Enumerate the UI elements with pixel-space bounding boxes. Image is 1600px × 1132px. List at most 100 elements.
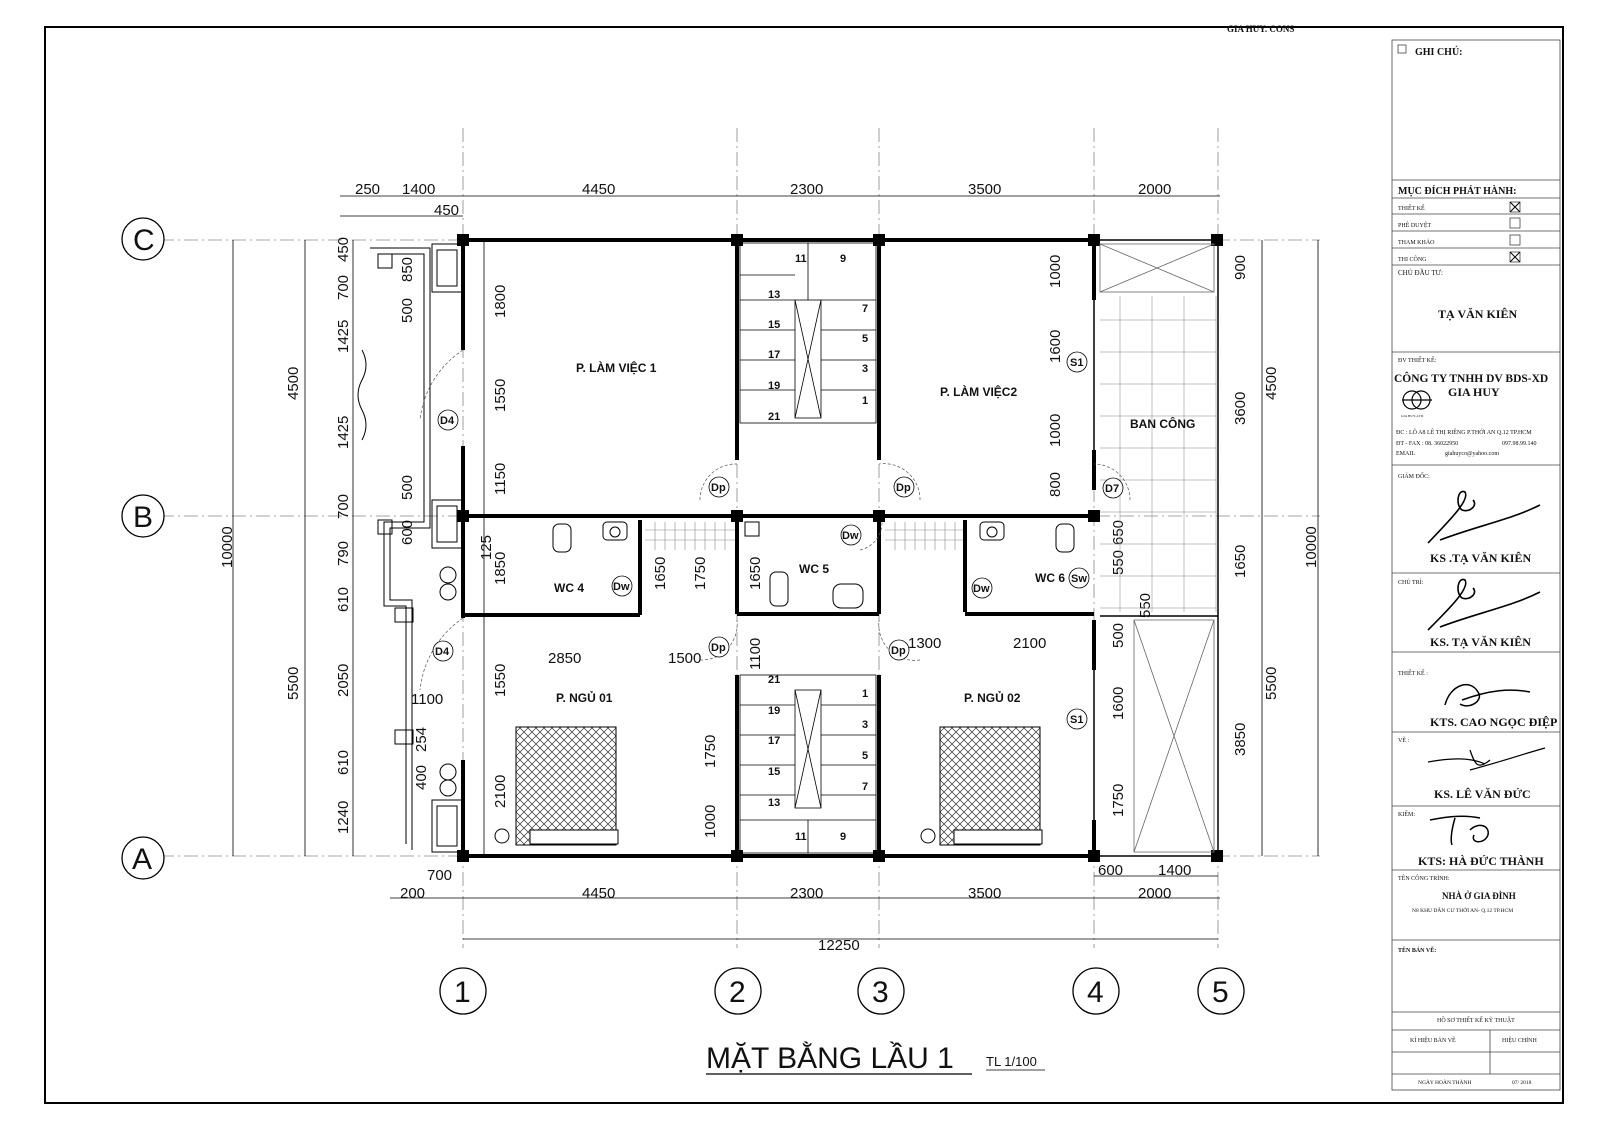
balcony-void: [1099, 243, 1215, 853]
stair-bottom-11: 11: [795, 831, 807, 843]
dim-wc-1750a: 1750: [692, 557, 709, 590]
dim-wc-1650b: 1650: [747, 557, 764, 590]
stair-bottom-9: 9: [840, 831, 846, 843]
axis-label-1: 1: [454, 976, 471, 1009]
dim-mid-2850: 2850: [548, 650, 581, 667]
dim-left-600: 600: [399, 520, 416, 545]
dim-top-1400: 1400: [402, 181, 435, 198]
axis-bubble-b: [121, 494, 165, 538]
room-wc-5: WC 5: [799, 562, 829, 576]
tb-lead: KS. TẠ VĂN KIÊN: [1430, 635, 1531, 649]
dim-left-254: 254: [413, 727, 430, 752]
dim-right-5500: 5500: [1263, 667, 1280, 700]
tb-design-label: THIẾT KẾ :: [1398, 669, 1428, 677]
dimension-lines: [232, 195, 1319, 940]
dim-top-2300: 2300: [790, 181, 823, 198]
stair-top-5: 5: [862, 333, 868, 345]
dim-right-10000: 10000: [1303, 526, 1320, 568]
drawing-scale: TL 1/100: [986, 1054, 1037, 1069]
signature-draw: [1427, 747, 1546, 771]
tb-symbol: KÍ HIỆU BẢN VẼ: [1410, 1036, 1456, 1044]
stair-bottom-3: 3: [862, 719, 868, 731]
company-logo: [1402, 390, 1432, 410]
dim-bottom-1400: 1400: [1158, 862, 1191, 879]
columns: [457, 234, 1223, 862]
axis-bubble-2: [714, 967, 762, 1015]
dim-r-1600b: 1600: [1110, 687, 1127, 720]
dim-left-1425a: 1425: [335, 320, 352, 353]
dim-left-700b: 700: [335, 494, 352, 519]
stair-bottom-19: 19: [768, 705, 780, 717]
dim-r-1000b: 1000: [1047, 414, 1064, 447]
door-dp-1: Dp: [711, 482, 726, 494]
tb-notes: GHI CHÚ:: [1415, 46, 1463, 58]
dim-top-450: 450: [434, 202, 459, 219]
axis-label-c: C: [133, 224, 155, 257]
signature-check: [1429, 815, 1489, 846]
axis-label-b: B: [133, 501, 153, 534]
dim-right-3850: 3850: [1232, 723, 1249, 756]
dim-left-2050: 2050: [335, 664, 352, 697]
dim-r-500: 500: [1110, 623, 1127, 648]
room-lam-viec-1: P. LÀM VIỆC 1: [576, 360, 657, 375]
axis-label-4: 4: [1087, 976, 1104, 1009]
signature-design: [1444, 683, 1531, 707]
dim-bottom-2300: 2300: [790, 885, 823, 902]
stair-bottom-17: 17: [768, 735, 780, 747]
tb-design: KTS. CAO NGỌC ĐIỆP: [1430, 715, 1557, 729]
dim-mid-2100: 2100: [1013, 635, 1046, 652]
dim-left-700a: 700: [335, 275, 352, 300]
door-dp-3: Dp: [896, 482, 911, 494]
dim-mid-1500: 1500: [668, 650, 701, 667]
dim-r-1600a: 1600: [1047, 330, 1064, 363]
stair-bottom-1: 1: [862, 688, 868, 700]
door-tags: [432, 351, 1124, 730]
sanitary-fixtures: [552, 521, 1075, 609]
dim-left-5500: 5500: [285, 667, 302, 700]
dim-right-900: 900: [1232, 255, 1249, 280]
tb-logo-caption: GIA HUY.,LTD: [1401, 414, 1424, 419]
dim-col-a-2100: 2100: [492, 775, 509, 808]
tb-draw: KS. LÊ VĂN ĐỨC: [1434, 787, 1531, 801]
room-ban-cong: BAN CÔNG: [1130, 416, 1195, 431]
door-s1-bottom: S1: [1070, 714, 1083, 726]
dim-top-2000: 2000: [1138, 181, 1171, 198]
tb-draw-label: VẼ :: [1398, 736, 1409, 744]
dim-left-4500: 4500: [285, 367, 302, 400]
signature-lead: [1427, 578, 1541, 631]
tb-designer-label: ĐV THIẾT KẾ:: [1398, 356, 1437, 364]
tb-check: KTS: HÀ ĐỨC THÀNH: [1418, 854, 1544, 868]
tb-option-tham-khao: THAM KHẢO: [1398, 238, 1435, 246]
tb-address: ĐC : LÔ A8 LÊ THỊ RIÊNG P.THỚI AN Q.12 T…: [1396, 428, 1532, 436]
dim-col-a-1850: 1850: [492, 552, 509, 585]
axis-bubble-5: [1197, 967, 1245, 1015]
stair-top-11: 11: [795, 253, 807, 265]
tb-option-phe-duyet: PHÊ DUYỆT: [1398, 221, 1431, 229]
left-facade: [357, 243, 463, 853]
dim-left-1100: 1100: [411, 691, 443, 708]
dim-bottom-700: 700: [427, 867, 452, 884]
stair-top-17: 17: [768, 349, 780, 361]
checkbox-marks: [1509, 201, 1521, 263]
dim-right-1650: 1650: [1232, 545, 1249, 578]
dim-left-450: 450: [335, 237, 352, 262]
tb-date: 07/ 2018: [1512, 1080, 1532, 1086]
axis-bubbles: [121, 217, 1245, 1015]
stair-bottom-21: 21: [768, 674, 780, 686]
tb-project: NHÀ Ở GIA ĐÌNH: [1442, 891, 1516, 901]
door-d7: D7: [1105, 483, 1119, 495]
dim-left-610b: 610: [335, 750, 352, 775]
tb-lead-label: CHỦ TRÌ:: [1398, 578, 1424, 586]
tb-option-thi-cong: THI CÔNG: [1398, 255, 1427, 263]
door-dp-2: Dp: [711, 642, 726, 654]
tb-sheet-label: TÊN BẢN VẼ:: [1398, 946, 1436, 954]
beds: [494, 726, 1043, 846]
room-wc-4: WC 4: [554, 581, 584, 595]
dim-mid-1300: 1300: [908, 635, 941, 652]
dim-left-500b: 500: [399, 475, 416, 500]
stair-bottom-7: 7: [862, 781, 868, 793]
tb-owner: TẠ VĂN KIÊN: [1438, 307, 1517, 321]
axis-bubble-a: [121, 836, 165, 880]
tb-revision: HIỆU CHỈNH: [1502, 1036, 1537, 1044]
